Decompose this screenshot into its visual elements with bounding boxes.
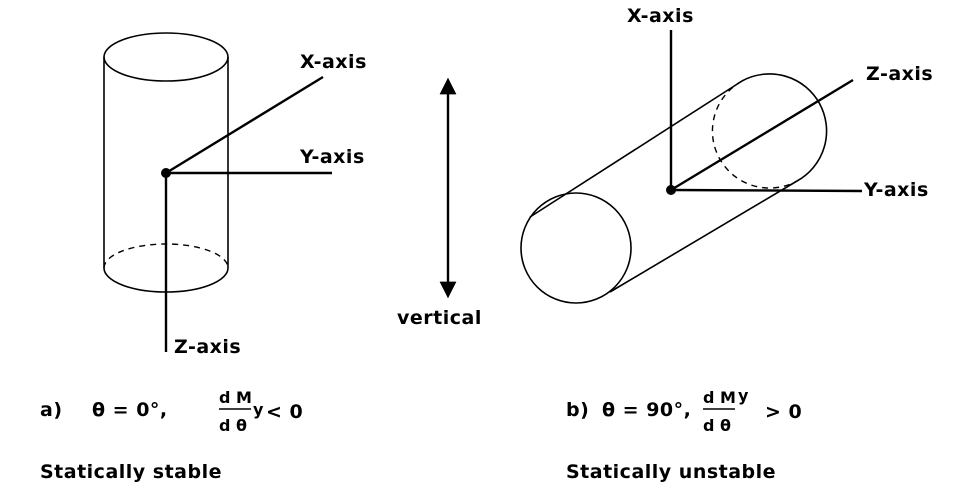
horizontal-cylinder-front-face	[520, 192, 632, 304]
right-caption-relation: > 0	[765, 401, 802, 423]
right-fraction-numerator: d M	[703, 388, 736, 407]
right-caption-condition: θ = 90°,	[602, 399, 691, 421]
horizontal-cylinder	[520, 73, 828, 304]
right-x-axis-label: X-axis	[627, 5, 694, 27]
horizontal-cylinder-bottom-edge	[609, 180, 798, 293]
right-fraction-subscript: y	[738, 386, 749, 405]
right-z-axis-label: Z-axis	[866, 63, 933, 85]
horizontal-cylinder-back-visible	[741, 73, 828, 182]
right-stability-label: Statically unstable	[566, 461, 776, 483]
left-z-axis-label: Z-axis	[174, 336, 241, 358]
left-axes	[161, 75, 332, 352]
left-fraction-subscript: y	[253, 400, 264, 419]
left-stability-label: Statically stable	[40, 461, 222, 483]
right-y-axis-line	[670, 188, 863, 193]
right-z-axis-line	[670, 78, 854, 192]
right-axes	[666, 30, 863, 195]
left-fraction-numerator: d M	[219, 388, 252, 407]
right-origin-dot	[666, 185, 676, 195]
right-y-axis-label: Y-axis	[863, 179, 929, 201]
left-y-axis-label: Y-axis	[299, 146, 365, 168]
right-caption-prefix: b)	[566, 399, 589, 421]
vertical-label: vertical	[397, 307, 482, 329]
left-caption-relation: < 0	[266, 401, 303, 423]
horizontal-cylinder-back-hidden	[711, 80, 798, 189]
left-caption-prefix: a)	[40, 399, 63, 421]
right-fraction-denominator: d θ	[703, 416, 731, 435]
left-origin-dot	[161, 168, 171, 178]
left-x-axis-label: X-axis	[300, 51, 367, 73]
horizontal-cylinder-top-edge	[529, 80, 743, 218]
upright-cylinder-top	[103, 32, 229, 82]
left-x-axis-line	[165, 75, 324, 175]
left-caption-condition: θ = 0°,	[92, 399, 168, 421]
left-fraction-denominator: d θ	[219, 416, 247, 435]
